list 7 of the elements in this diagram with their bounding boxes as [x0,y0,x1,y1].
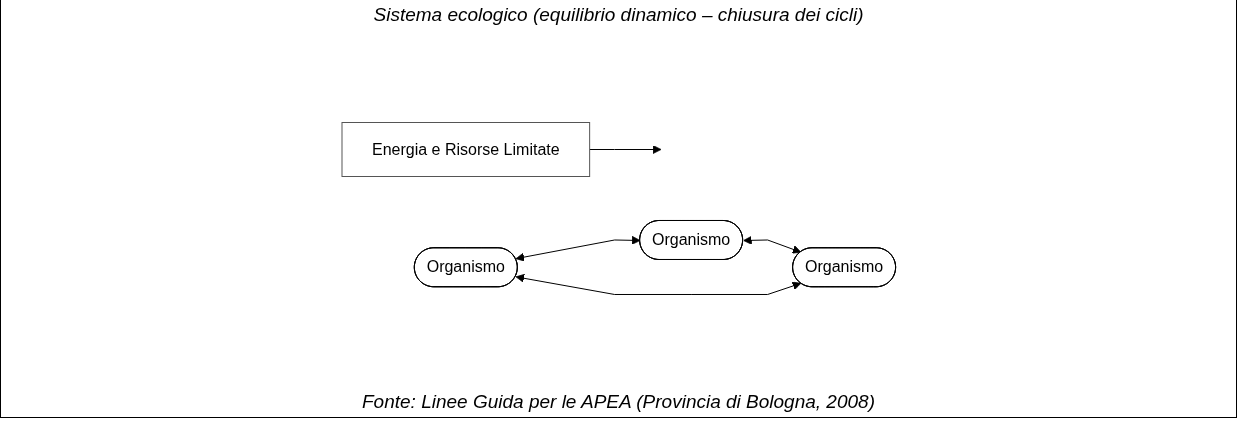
diagram-title: Sistema ecologico (equilibrio dinamico – chiusura dei cicli) [373,4,864,26]
arrow [515,273,801,295]
source-caption: Fonte: Linee Guida per le APEA (Provincia di Bologna, 2008) [362,391,875,413]
arrow [588,145,662,154]
arrow [515,235,641,262]
arrow [742,235,801,254]
node-box: Energia e Risorse Limitate [341,122,590,177]
